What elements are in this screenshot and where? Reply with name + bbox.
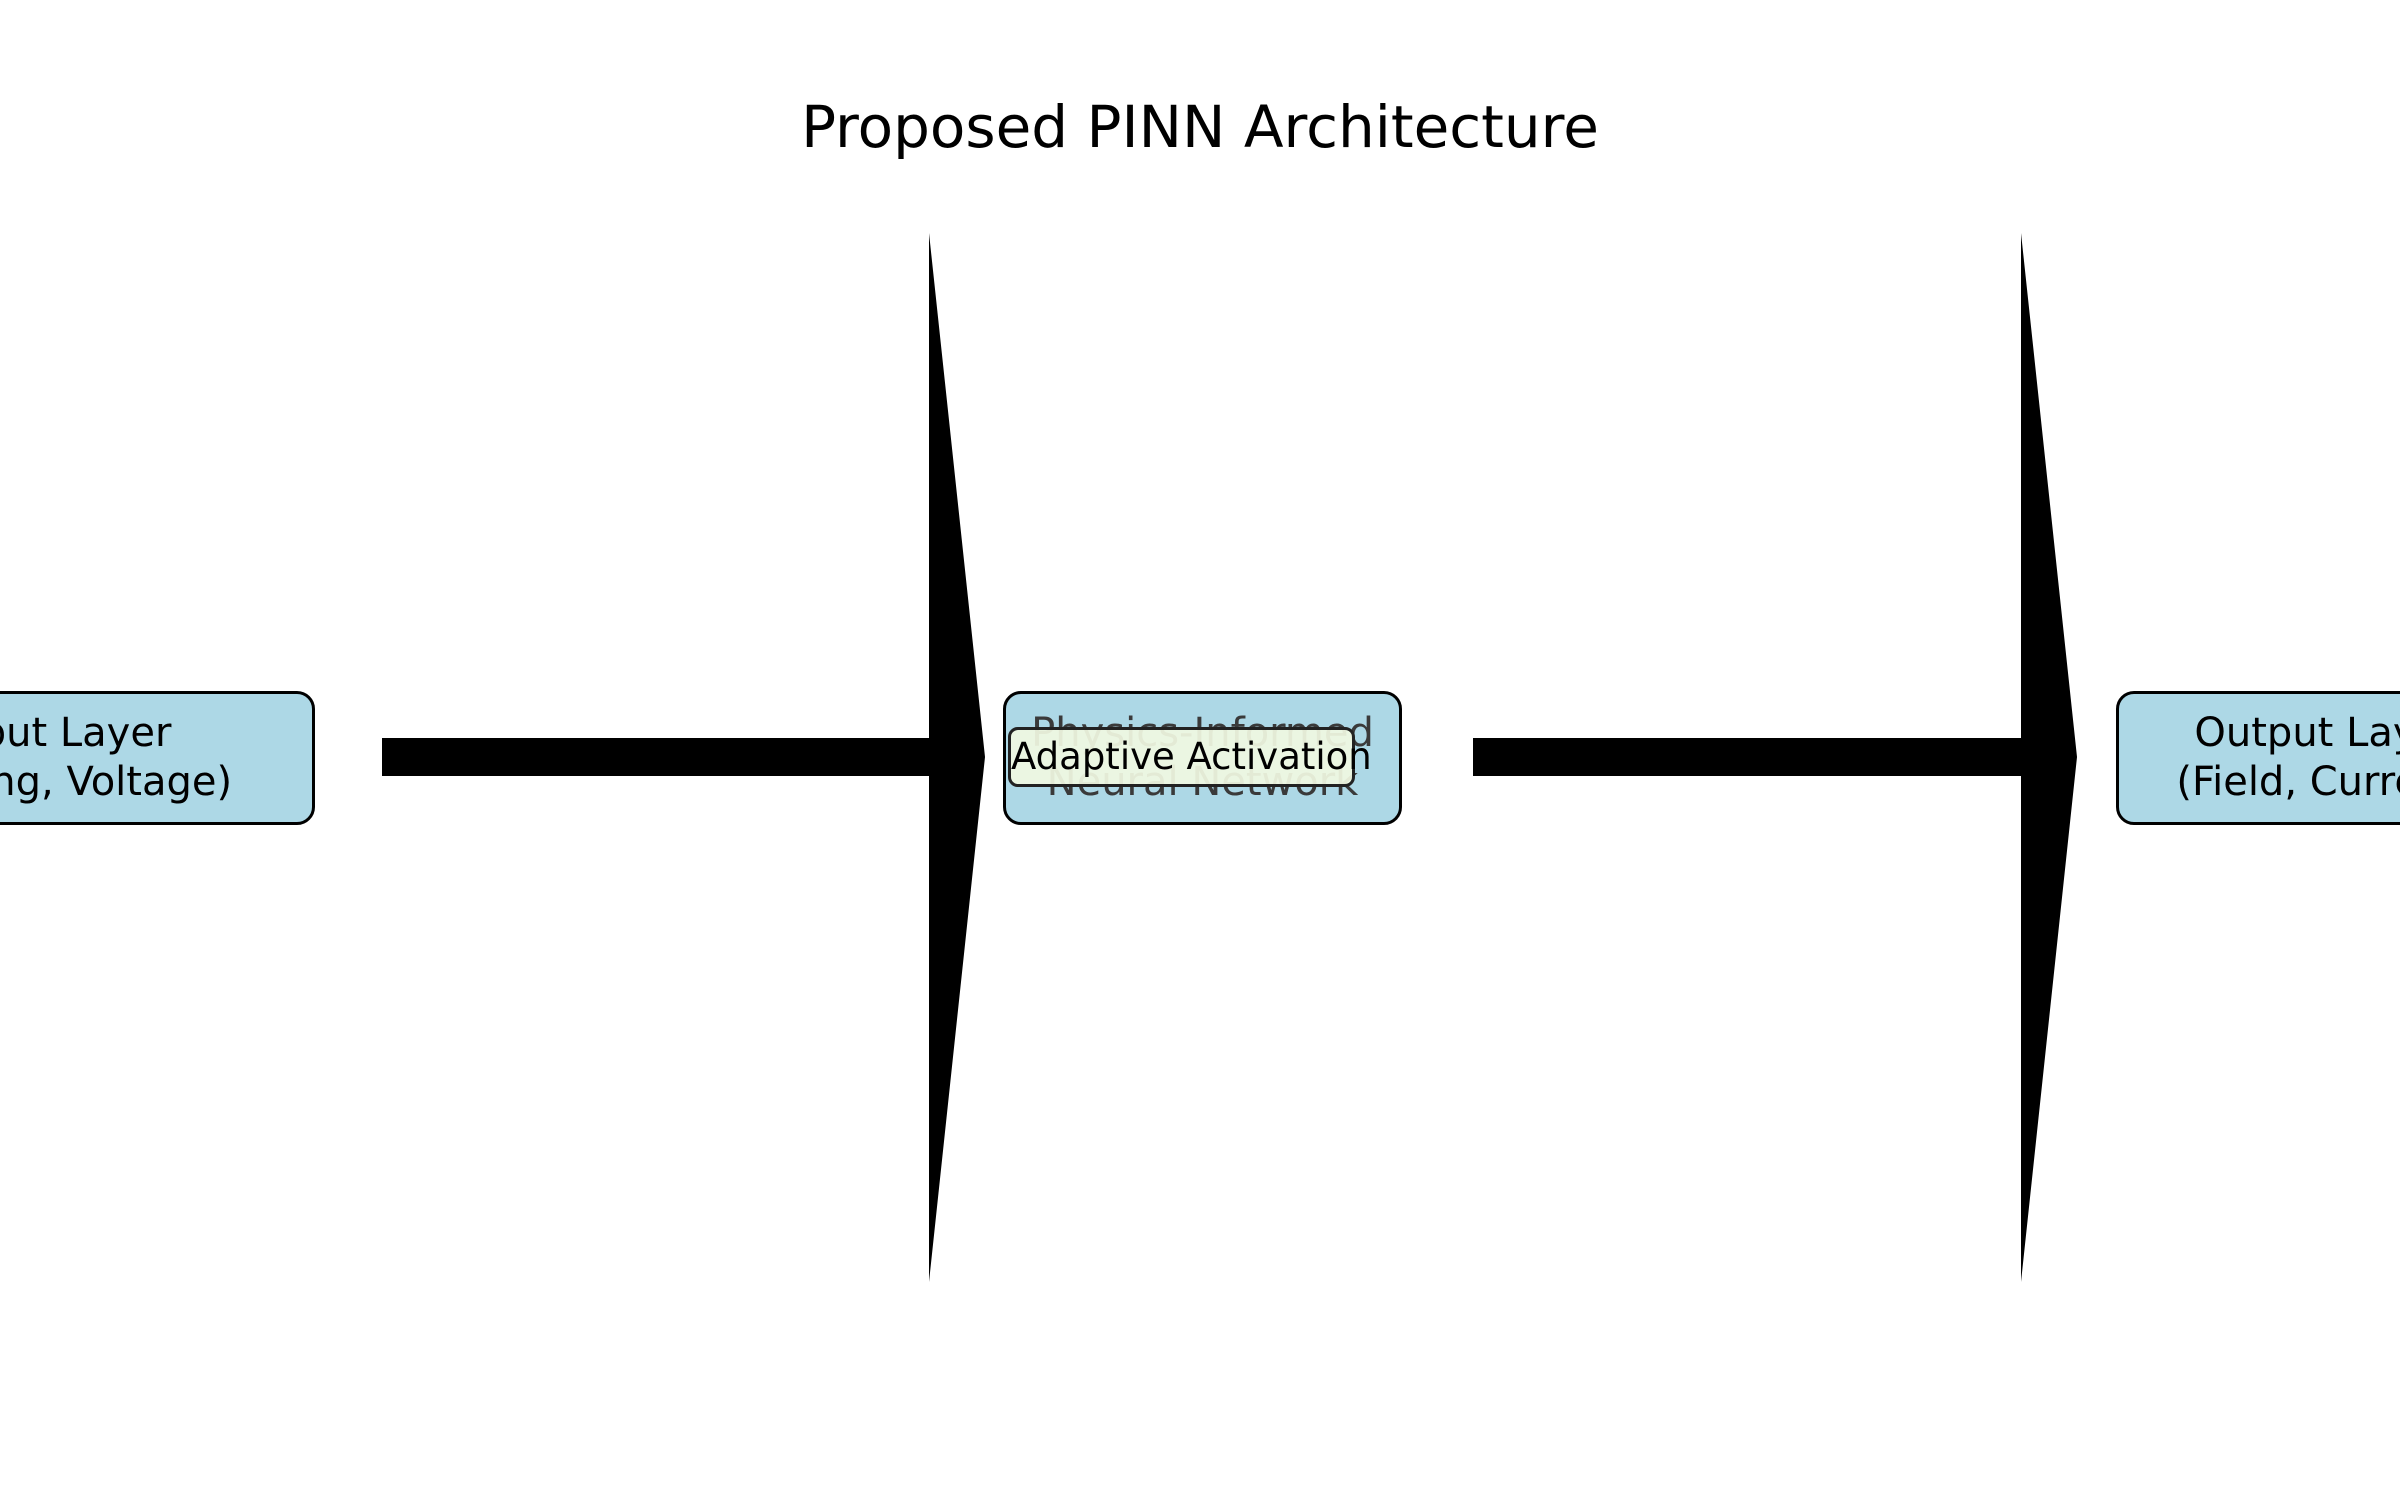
output-layer-title: Output Layer <box>2194 710 2400 756</box>
output-layer-node: Output Layer (Field, Current) <box>2116 691 2400 825</box>
arrow-pinn-to-output <box>1473 233 2077 1282</box>
diagram-title: Proposed PINN Architecture <box>801 93 1599 161</box>
arrow-input-to-pinn <box>382 233 985 1282</box>
output-layer-subtitle: (Field, Current) <box>2176 759 2400 805</box>
input-layer-node: Input Layer (Doping, Voltage) <box>0 691 315 825</box>
input-layer-subtitle: (Doping, Voltage) <box>0 759 233 805</box>
adaptive-activation-label: Adaptive Activation <box>1008 727 1372 787</box>
input-layer-title: Input Layer <box>0 710 172 756</box>
